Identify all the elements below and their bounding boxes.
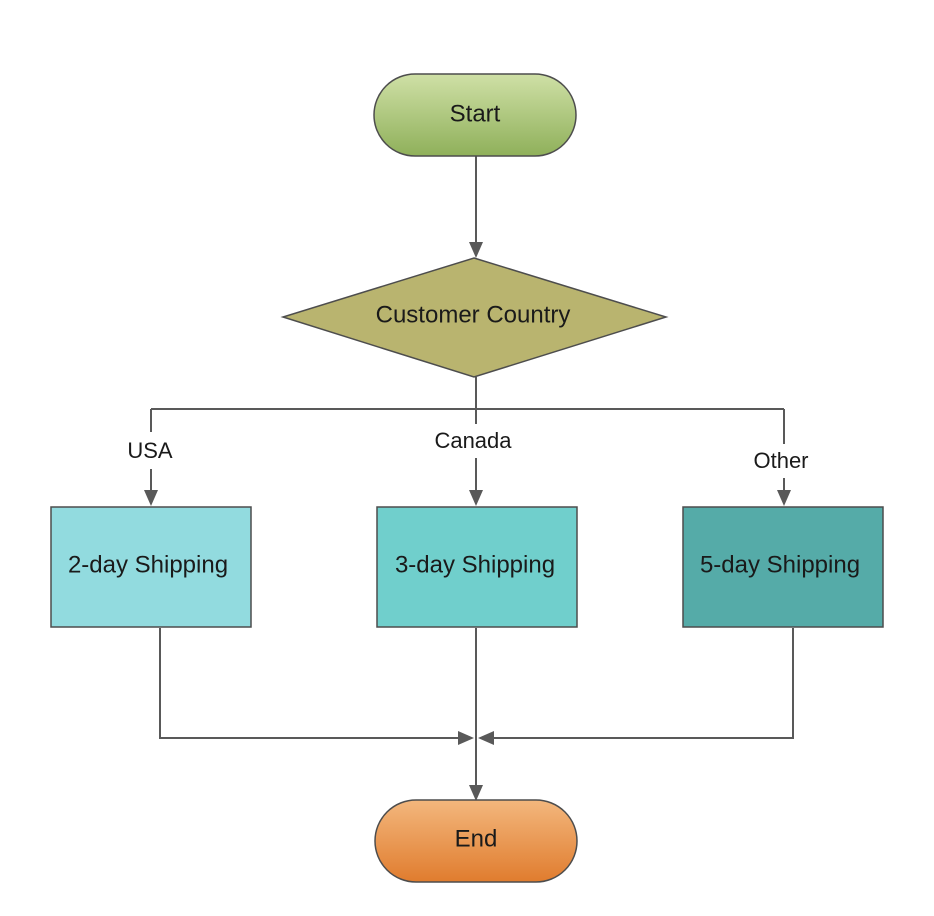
start-shape — [373, 73, 577, 157]
arrowhead-merge-left — [458, 731, 474, 745]
decision-label: Customer Country — [376, 301, 571, 328]
start-label: Start — [450, 100, 501, 127]
connector-two-day-merge — [159, 628, 460, 739]
connectors — [144, 156, 794, 801]
arrowhead-decision — [469, 242, 483, 258]
edge-label-usa: USA — [127, 438, 173, 463]
node-two-day-shipping[interactable]: 2-day Shipping — [50, 506, 252, 628]
five-day-shape — [682, 506, 884, 628]
arrowhead-merge-right — [478, 731, 494, 745]
end-label: End — [455, 825, 498, 852]
arrowhead-five-day — [777, 490, 791, 506]
node-end[interactable]: End — [374, 799, 578, 883]
end-shape — [374, 799, 578, 883]
connector-five-day-merge — [492, 628, 794, 739]
arrowhead-end — [469, 785, 483, 801]
three-day-label: 3-day Shipping — [395, 551, 555, 578]
edge-labels: USA Canada Other — [127, 428, 808, 473]
five-day-label: 5-day Shipping — [700, 551, 860, 578]
node-three-day-shipping[interactable]: 3-day Shipping — [376, 506, 578, 628]
two-day-label: 2-day Shipping — [68, 551, 228, 578]
decision-shape — [280, 257, 669, 378]
node-five-day-shipping[interactable]: 5-day Shipping — [682, 506, 884, 628]
two-day-shape — [50, 506, 252, 628]
edge-label-other: Other — [753, 448, 808, 473]
node-start[interactable]: Start — [373, 73, 577, 157]
edge-label-canada: Canada — [434, 428, 512, 453]
node-decision[interactable]: Customer Country — [280, 257, 669, 378]
arrowhead-three-day — [469, 490, 483, 506]
three-day-shape — [376, 506, 578, 628]
arrowhead-two-day — [144, 490, 158, 506]
